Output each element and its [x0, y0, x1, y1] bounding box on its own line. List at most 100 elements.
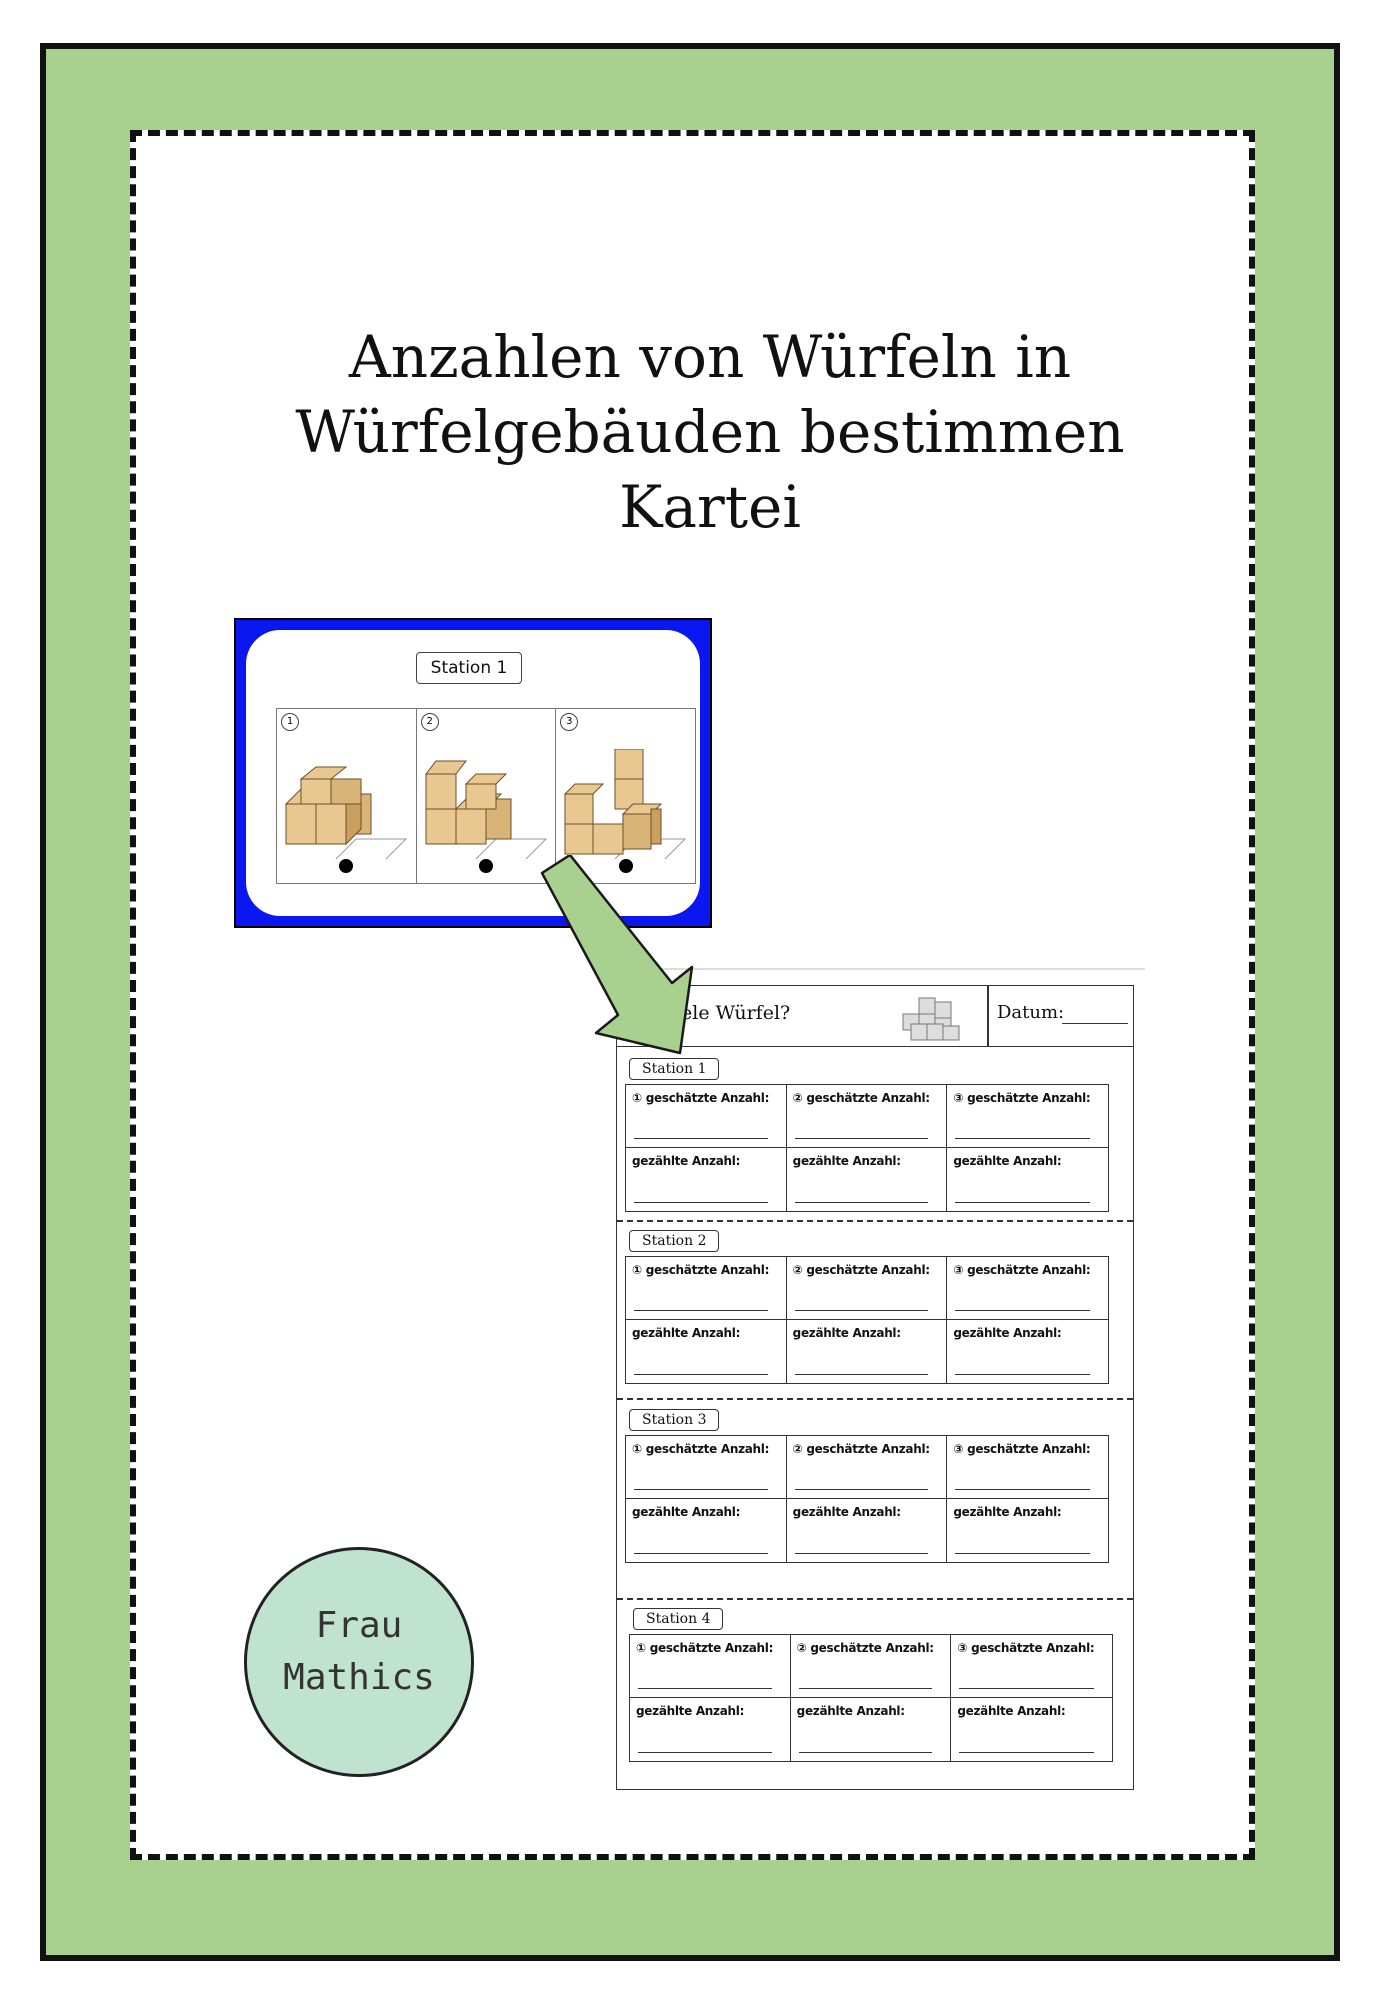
estimate-label: ③ geschätzte Anzahl: [953, 1091, 1091, 1105]
estimate-label: ③ geschätzte Anzahl: [953, 1263, 1091, 1277]
estimate-cell: ② geschätzte Anzahl: [790, 1635, 952, 1698]
answer-line [634, 1138, 768, 1139]
answer-line [794, 1138, 929, 1139]
station-label: Station 4 [633, 1608, 724, 1630]
bullet-dot [618, 859, 633, 873]
answer-line [955, 1138, 1090, 1139]
estimate-label: ① geschätzte Anzahl: [632, 1442, 770, 1456]
date-line [1062, 1023, 1128, 1024]
answer-line [634, 1489, 768, 1490]
count-label: gezählte Anzahl: [792, 1505, 901, 1519]
answer-line [955, 1202, 1090, 1203]
date-label: Datum: [997, 1002, 1065, 1023]
count-cell: gezählte Anzahl: [626, 1320, 787, 1383]
estimate-cell: ① geschätzte Anzahl: [630, 1635, 791, 1698]
worksheet-header: …ele Würfel? Datum: [617, 986, 1133, 1047]
count-cell: gezählte Anzahl: [630, 1698, 791, 1761]
count-cell: gezählte Anzahl: [787, 1320, 948, 1383]
answer-line [794, 1553, 929, 1554]
count-label: gezählte Anzahl: [632, 1154, 741, 1168]
item-number: 2 [420, 713, 439, 731]
count-label: gezählte Anzahl: [796, 1704, 905, 1718]
estimate-cell: ② geschätzte Anzahl: [786, 1085, 948, 1148]
answer-line [638, 1752, 772, 1753]
answer-line [794, 1374, 929, 1375]
count-cell: gezählte Anzahl: [626, 1148, 787, 1211]
station-label: Station 2 [629, 1230, 720, 1252]
station-grid: ① geschätzte Anzahl: ② geschätzte Anzahl… [625, 1435, 1109, 1563]
answer-line [955, 1310, 1090, 1311]
cube-stack-icon [902, 997, 960, 1041]
station-card-preview: Station 1 1 2 [234, 618, 712, 928]
estimate-label: ② geschätzte Anzahl: [792, 1091, 930, 1105]
count-label: gezählte Anzahl: [792, 1326, 901, 1340]
estimate-cell: ① geschätzte Anzahl: [626, 1257, 787, 1320]
count-cell: gezählte Anzahl: [626, 1499, 787, 1562]
station-card-inner: Station 1 1 2 [246, 630, 700, 916]
cube-building-icon [284, 766, 408, 859]
estimate-cell: ② geschätzte Anzahl: [786, 1436, 948, 1499]
answer-line [634, 1553, 768, 1554]
estimate-label: ① geschätzte Anzahl: [632, 1263, 770, 1277]
answer-line [959, 1752, 1094, 1753]
item-number: 1 [281, 713, 299, 731]
title-line-3: Kartei [619, 473, 801, 541]
station-label: Station 3 [629, 1409, 720, 1431]
cube-building-1: 1 [277, 709, 417, 883]
cube-building-2: 2 [417, 709, 557, 883]
count-cell: gezählte Anzahl: [787, 1148, 948, 1211]
count-cell: gezählte Anzahl: [787, 1499, 948, 1562]
count-cell: gezählte Anzahl: [947, 1499, 1108, 1562]
count-label: gezählte Anzahl: [632, 1505, 741, 1519]
count-label: gezählte Anzahl: [953, 1154, 1062, 1168]
title-line-1: Anzahlen von Würfeln in [348, 323, 1072, 391]
answer-line [638, 1688, 772, 1689]
estimate-cell: ① geschätzte Anzahl: [626, 1085, 787, 1148]
estimate-cell: ③ geschätzte Anzahl: [947, 1436, 1108, 1499]
count-label: gezählte Anzahl: [636, 1704, 745, 1718]
bullet-dot [479, 859, 493, 873]
divider [617, 968, 1145, 970]
count-label: gezählte Anzahl: [632, 1326, 741, 1340]
estimate-cell: ③ geschätzte Anzahl: [947, 1085, 1108, 1148]
bullet-dot [339, 859, 354, 873]
divider [987, 986, 989, 1046]
item-number: 3 [560, 713, 579, 731]
answer-line [634, 1310, 768, 1311]
cut-line [617, 1220, 1133, 1222]
logo-line-2: Mathics [283, 1657, 435, 1698]
title-line-2: Würfelgebäuden bestimmen [295, 398, 1125, 466]
estimate-label: ② geschätzte Anzahl: [792, 1442, 930, 1456]
count-label: gezählte Anzahl: [957, 1704, 1066, 1718]
count-cell: gezählte Anzahl: [947, 1148, 1108, 1211]
worksheet-preview: …ele Würfel? Datum: Station 1 ① geschätz… [616, 968, 1145, 1790]
estimate-cell: ② geschätzte Anzahl: [786, 1257, 948, 1320]
cube-building-icon [424, 760, 547, 859]
logo-text: Frau Mathics [247, 1600, 471, 1704]
answer-line [955, 1553, 1090, 1554]
count-label: gezählte Anzahl: [792, 1154, 901, 1168]
answer-line [794, 1310, 929, 1311]
worksheet-title: …ele Würfel? [662, 1002, 791, 1024]
count-cell: gezählte Anzahl: [791, 1698, 952, 1761]
page-title: Anzahlen von Würfeln in Würfelgebäuden b… [230, 320, 1190, 545]
answer-line [794, 1489, 929, 1490]
estimate-cell: ③ geschätzte Anzahl: [947, 1257, 1108, 1320]
answer-line [798, 1752, 933, 1753]
count-label: gezählte Anzahl: [953, 1326, 1062, 1340]
count-cell: gezählte Anzahl: [951, 1698, 1112, 1761]
station-card-label: Station 1 [416, 652, 522, 684]
estimate-label: ② geschätzte Anzahl: [796, 1641, 934, 1655]
answer-line [634, 1374, 768, 1375]
estimate-label: ② geschätzte Anzahl: [792, 1263, 930, 1277]
estimate-cell: ③ geschätzte Anzahl: [951, 1635, 1112, 1698]
estimate-label: ③ geschätzte Anzahl: [953, 1442, 1091, 1456]
logo-line-1: Frau [315, 1605, 403, 1646]
frau-mathics-logo: Frau Mathics [244, 1547, 474, 1777]
estimate-cell: ① geschätzte Anzahl: [626, 1436, 787, 1499]
cube-building-grid: 1 2 [276, 708, 696, 884]
station-grid: ① geschätzte Anzahl: ② geschätzte Anzahl… [625, 1256, 1109, 1384]
answer-line [634, 1202, 768, 1203]
answer-line [959, 1688, 1094, 1689]
estimate-label: ③ geschätzte Anzahl: [957, 1641, 1095, 1655]
